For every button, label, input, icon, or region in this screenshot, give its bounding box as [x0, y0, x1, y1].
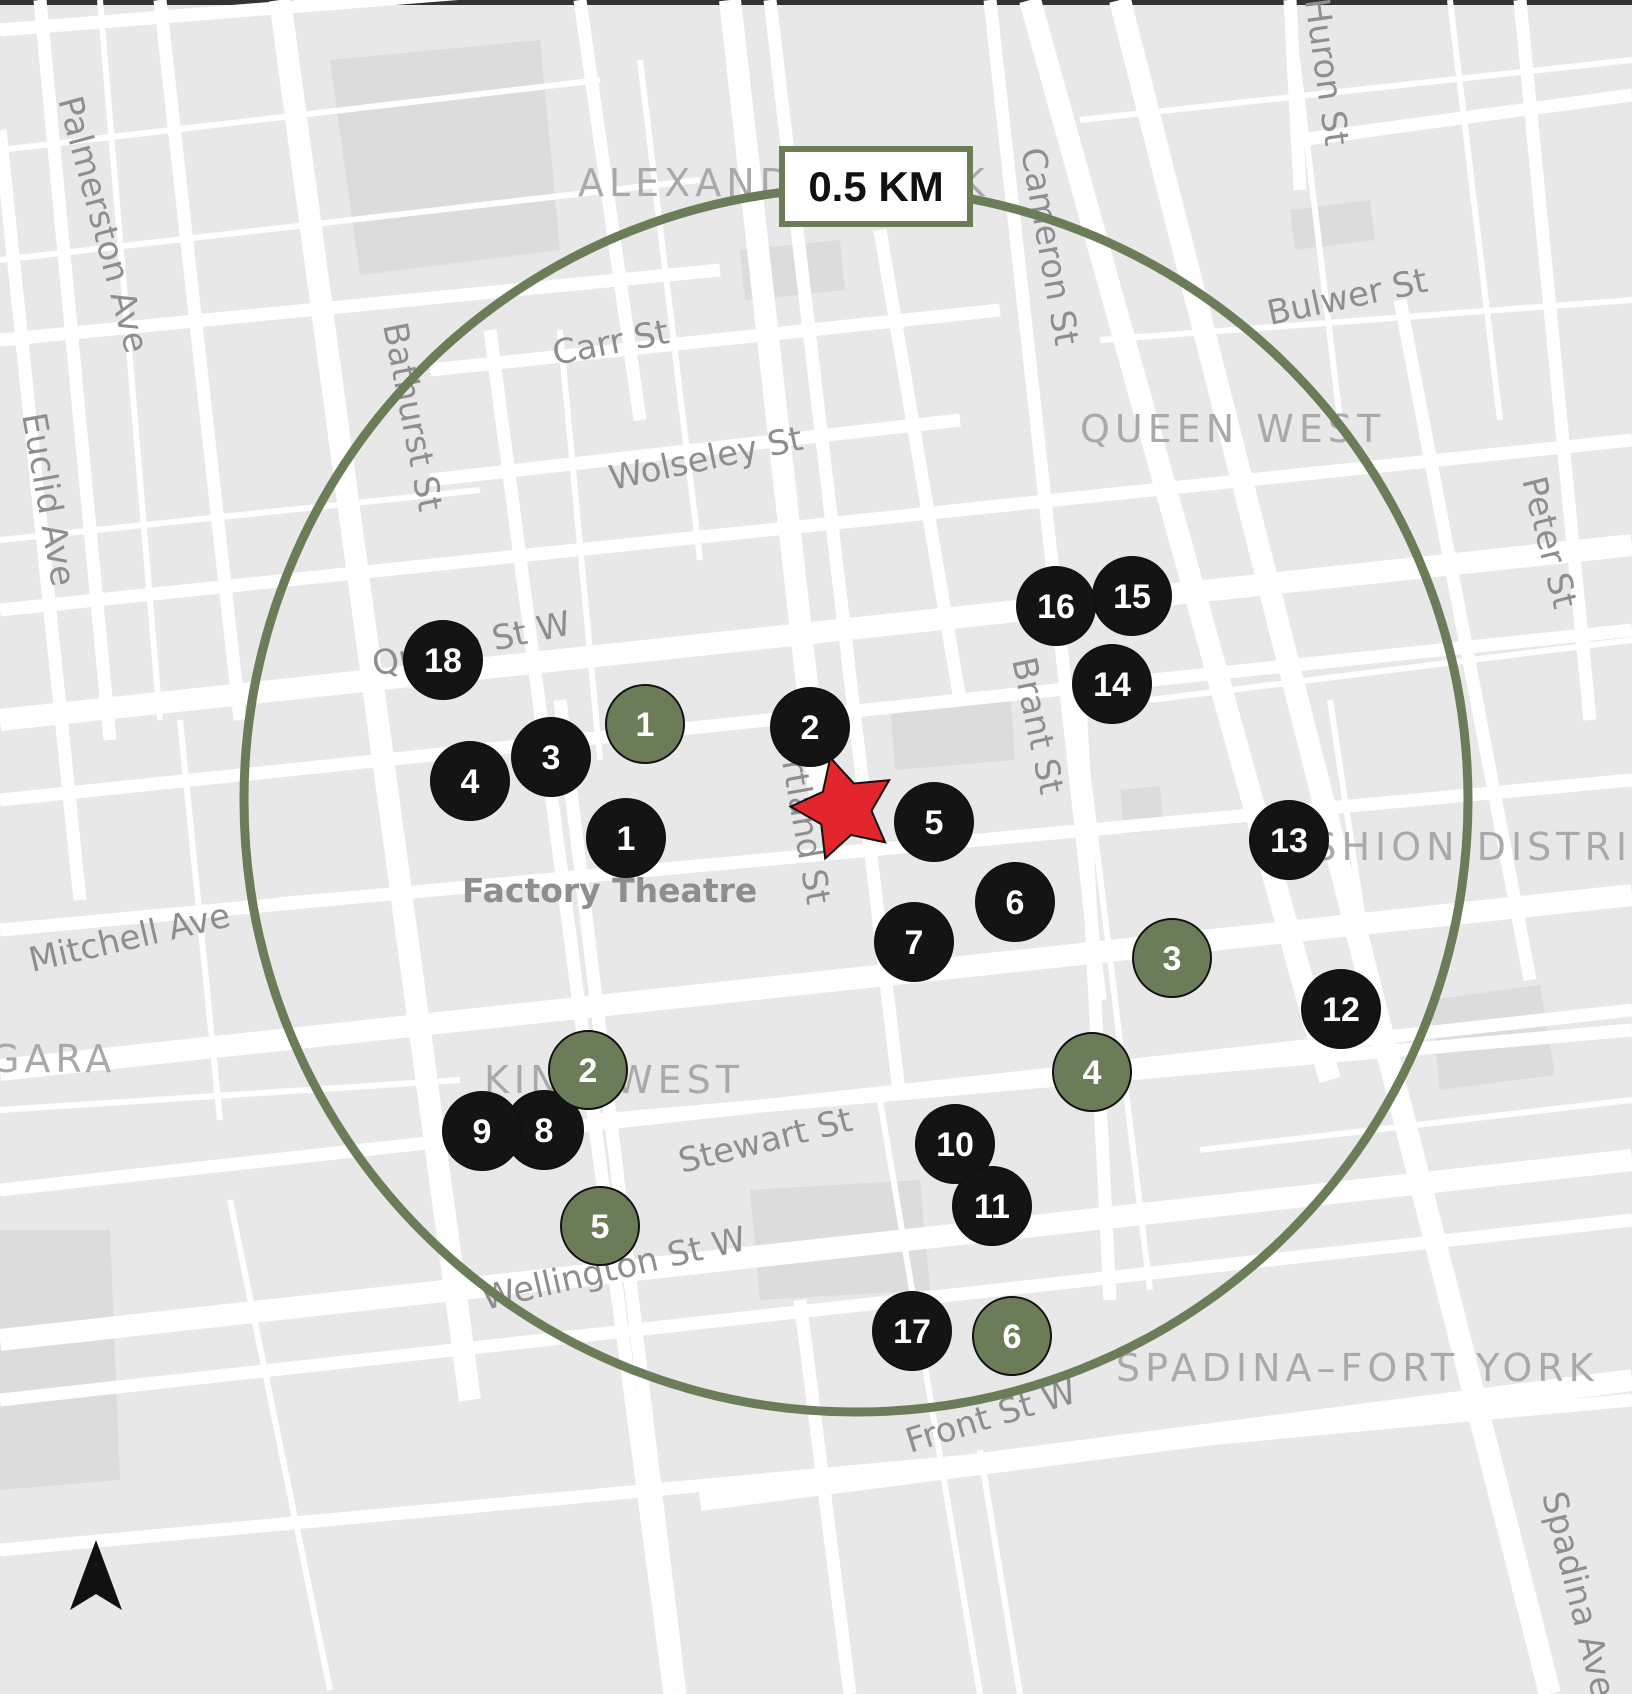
green-marker-label: 4: [1083, 1054, 1102, 1092]
green-marker-circle: [560, 1186, 640, 1266]
black-marker-9[interactable]: 9: [442, 1091, 522, 1171]
star-icon[interactable]: [781, 744, 904, 863]
black-marker-circle: [442, 1091, 522, 1171]
black-marker-7[interactable]: 7: [874, 902, 954, 982]
scale-label: 0.5 KM: [779, 146, 973, 227]
green-marker-label: 2: [579, 1052, 598, 1090]
black-marker-3[interactable]: 3: [511, 717, 591, 797]
green-marker-label: 1: [636, 706, 655, 744]
black-marker-label: 18: [424, 642, 462, 680]
top-edge: [0, 0, 1632, 5]
black-marker-label: 13: [1270, 822, 1308, 860]
green-marker-circle: [1132, 918, 1212, 998]
black-marker-label: 3: [542, 739, 561, 777]
black-marker-label: 14: [1093, 666, 1131, 704]
black-marker-label: 10: [936, 1126, 974, 1164]
black-marker-12[interactable]: 12: [1301, 969, 1381, 1049]
green-marker-1[interactable]: 1: [605, 684, 685, 764]
green-marker-circle: [605, 684, 685, 764]
black-marker-10[interactable]: 10: [915, 1104, 995, 1184]
black-marker-8[interactable]: 8: [504, 1090, 584, 1170]
black-marker-label: 11: [974, 1188, 1010, 1226]
green-marker-label: 5: [591, 1208, 610, 1246]
black-marker-1[interactable]: 1: [586, 798, 666, 878]
black-marker-circle: [1016, 566, 1096, 646]
black-marker-18[interactable]: 18: [403, 620, 483, 700]
black-marker-label: 17: [893, 1313, 931, 1351]
green-marker-5[interactable]: 5: [560, 1186, 640, 1266]
poi-label-factory-theatre: Factory Theatre: [462, 871, 757, 910]
black-marker-circle: [770, 687, 850, 767]
black-marker-11[interactable]: 11: [952, 1166, 1032, 1246]
black-marker-14[interactable]: 14: [1072, 644, 1152, 724]
green-marker-circle: [1052, 1032, 1132, 1112]
black-marker-13[interactable]: 13: [1249, 800, 1329, 880]
black-marker-17[interactable]: 17: [872, 1291, 952, 1371]
black-marker-4[interactable]: 4: [430, 741, 510, 821]
black-marker-label: 6: [1006, 884, 1025, 922]
black-marker-label: 15: [1113, 578, 1151, 616]
black-marker-6[interactable]: 6: [975, 862, 1055, 942]
black-marker-circle: [511, 717, 591, 797]
black-marker-15[interactable]: 15: [1092, 556, 1172, 636]
north-arrow-icon: [70, 1540, 122, 1610]
black-marker-label: 16: [1037, 588, 1075, 626]
black-marker-label: 5: [925, 804, 944, 842]
black-marker-circle: [1072, 644, 1152, 724]
green-marker-label: 6: [1003, 1318, 1022, 1356]
black-marker-label: 9: [473, 1113, 492, 1151]
black-marker-16[interactable]: 16: [1016, 566, 1096, 646]
black-marker-label: 1: [617, 820, 636, 858]
black-marker-circle: [1249, 800, 1329, 880]
black-marker-circle: [874, 902, 954, 982]
green-marker-3[interactable]: 3: [1132, 918, 1212, 998]
green-marker-4[interactable]: 4: [1052, 1032, 1132, 1112]
black-marker-label: 8: [535, 1112, 554, 1150]
black-marker-circle: [586, 798, 666, 878]
black-marker-circle: [894, 782, 974, 862]
black-marker-label: 7: [905, 924, 924, 962]
black-marker-label: 2: [801, 709, 820, 747]
scale-label-text: 0.5 KM: [808, 163, 943, 210]
black-marker-circle: [915, 1104, 995, 1184]
black-marker-circle: [952, 1166, 1032, 1246]
black-marker-5[interactable]: 5: [894, 782, 974, 862]
area-label-spadina-fort-york: SPADINA–FORT YORK: [1116, 1346, 1599, 1390]
green-marker-label: 3: [1163, 940, 1182, 978]
black-marker-circle: [403, 620, 483, 700]
green-marker-6[interactable]: 6: [972, 1296, 1052, 1376]
area-label-niagara: NIAGARA: [0, 1037, 116, 1081]
black-marker-2[interactable]: 2: [770, 687, 850, 767]
black-marker-label: 4: [461, 763, 480, 801]
green-marker-circle: [548, 1030, 628, 1110]
black-marker-circle: [975, 862, 1055, 942]
black-marker-circle: [1301, 969, 1381, 1049]
black-marker-circle: [430, 741, 510, 821]
scale-label-box: [779, 146, 973, 227]
green-marker-2[interactable]: 2: [548, 1030, 628, 1110]
black-marker-label: 12: [1322, 991, 1360, 1029]
green-marker-circle: [972, 1296, 1052, 1376]
black-marker-circle: [872, 1291, 952, 1371]
